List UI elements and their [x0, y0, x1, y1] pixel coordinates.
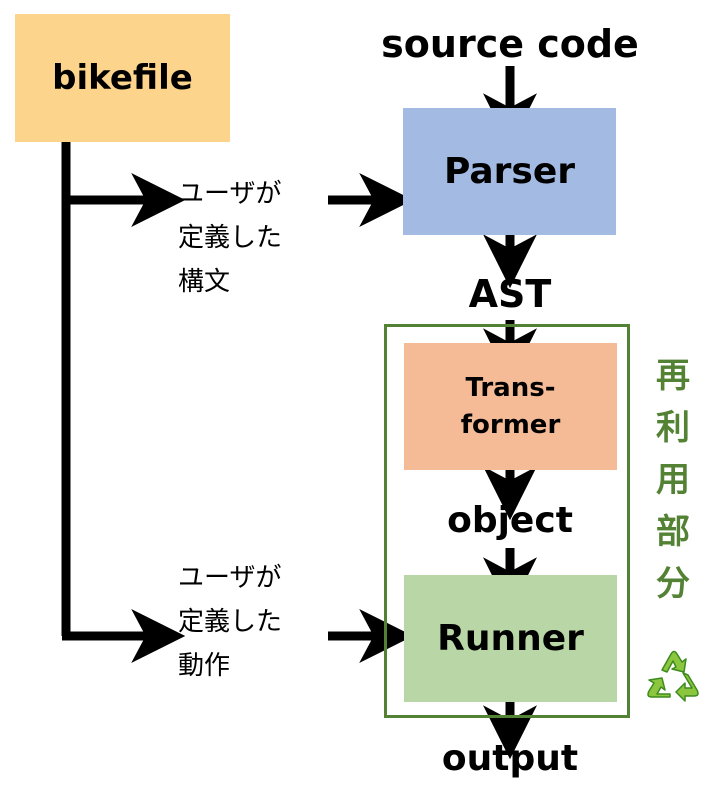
runner-label: Runner	[437, 618, 584, 659]
user-defined-syntax-note: ユーザが 定義した 構文	[178, 172, 282, 304]
parser-node: Parser	[403, 108, 616, 235]
note-line: 動作	[178, 651, 231, 681]
reusable-char: 部	[656, 512, 690, 552]
transformer-node: Trans- former	[404, 343, 617, 470]
reusable-part-label: 再 利 用 部 分	[648, 350, 698, 610]
runner-node: Runner	[404, 575, 617, 702]
transformer-label-line2: former	[460, 409, 561, 440]
recycle-icon	[647, 650, 699, 702]
reusable-char: 利	[656, 408, 690, 448]
note-line: 構文	[178, 267, 231, 297]
ast-label: AST	[468, 272, 552, 316]
reusable-char: 用	[656, 460, 690, 500]
note-line: 定義した	[178, 223, 283, 253]
object-label: object	[447, 500, 573, 541]
transformer-label-line1: Trans-	[465, 373, 556, 404]
output-label: output	[441, 738, 579, 779]
bikefile-label: bikefile	[52, 58, 193, 98]
note-line: ユーザが	[178, 563, 282, 593]
note-line: 定義した	[178, 607, 283, 637]
reusable-part-frame	[384, 324, 630, 718]
reusable-char: 再	[656, 356, 690, 396]
source-code-label: source code	[381, 22, 639, 66]
note-line: ユーザが	[178, 179, 282, 209]
bikefile-node: bikefile	[15, 14, 230, 142]
reusable-char: 分	[656, 564, 690, 604]
user-defined-behavior-note: ユーザが 定義した 動作	[178, 556, 282, 688]
parser-label: Parser	[443, 151, 576, 192]
